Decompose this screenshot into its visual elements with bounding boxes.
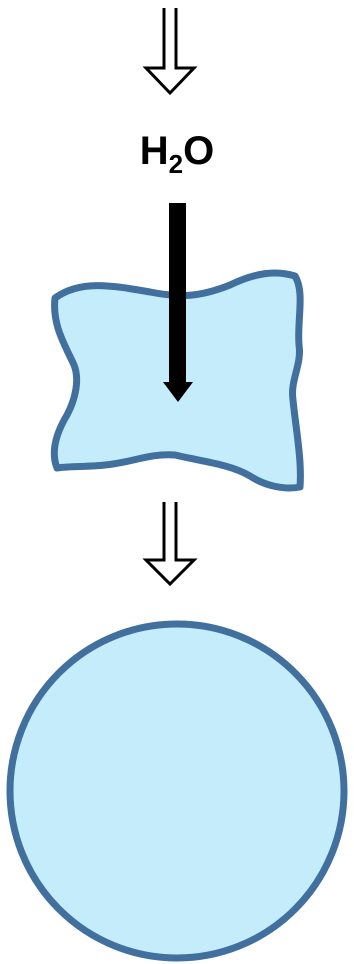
solid-arrow-down-icon	[163, 203, 193, 402]
formula-subscript: 2	[169, 149, 183, 179]
spherical-particle	[6, 620, 348, 962]
double-arrow-down-icon	[142, 8, 198, 96]
double-arrow-down-icon	[142, 502, 198, 587]
formula-prefix: H	[140, 129, 169, 173]
water-formula-label: H2O	[140, 129, 214, 179]
formula-suffix: O	[183, 129, 214, 173]
